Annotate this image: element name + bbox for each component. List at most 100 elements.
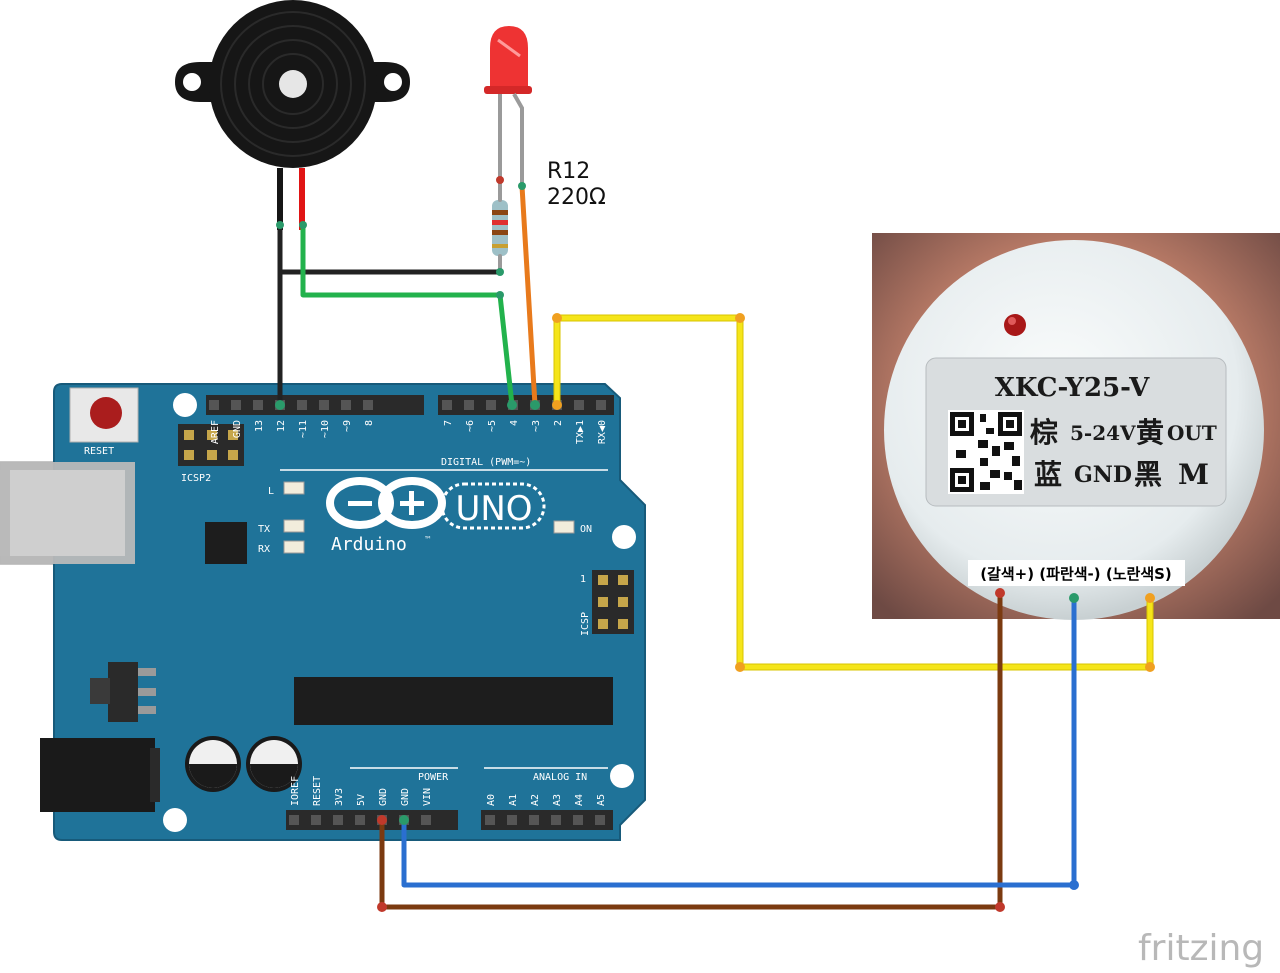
header-pin xyxy=(363,400,373,410)
pin-label: 12 xyxy=(276,420,287,432)
sensor-row2-gnd: GND xyxy=(1074,462,1132,488)
piezo-buzzer xyxy=(175,0,410,230)
header-pin xyxy=(355,815,365,825)
wire-brown-5v xyxy=(379,590,1003,910)
pin-label: GND xyxy=(400,788,411,806)
header-pin xyxy=(574,400,584,410)
sensor-row1-yellow: 黄 xyxy=(1136,416,1164,449)
wire-blue-gnd xyxy=(401,595,1077,888)
mounting-hole xyxy=(163,808,187,832)
pin-label: A2 xyxy=(530,794,541,806)
sensor-row2-black: 黑 xyxy=(1134,458,1162,491)
pin-label: ~5 xyxy=(487,420,498,432)
pin-label: ~10 xyxy=(320,420,331,438)
header-pin xyxy=(421,815,431,825)
reset-button[interactable] xyxy=(69,387,139,443)
capacitor xyxy=(246,736,302,792)
uno-label: UNO xyxy=(455,489,532,529)
header-pin xyxy=(311,815,321,825)
small-chip xyxy=(205,522,247,564)
red-led xyxy=(484,26,532,186)
header-pin xyxy=(333,815,343,825)
sensor-row2-m: M xyxy=(1178,458,1209,491)
microcontroller-chip xyxy=(294,677,613,725)
led-l-label: L xyxy=(268,486,274,497)
pin-label: A3 xyxy=(552,794,563,806)
water-level-sensor-photo: XKC-Y25-V 棕 5-24V 黄 OUT 蓝 GND 黑 M (갈색+) … xyxy=(872,233,1280,620)
header-pin xyxy=(507,815,517,825)
capacitor xyxy=(185,736,241,792)
wire-green-pin4 xyxy=(300,222,515,408)
pin-label: IOREF xyxy=(290,776,301,806)
uno-badge xyxy=(440,482,546,530)
led-on xyxy=(553,520,575,534)
pin-label: 3V3 xyxy=(334,788,345,806)
pin-label: ~11 xyxy=(298,420,309,438)
mounting-hole xyxy=(173,393,197,417)
sensor-wire-caption-bg xyxy=(968,560,1185,586)
pin-label: ~9 xyxy=(342,420,353,432)
digital-header-title: DIGITAL (PWM=~) xyxy=(441,457,531,468)
led-rx-label: RX xyxy=(258,544,270,555)
pin-label: GND xyxy=(232,420,243,438)
pin-label: A5 xyxy=(596,794,607,806)
sensor-row1-brown: 棕 xyxy=(1030,416,1058,449)
reset-label: RESET xyxy=(84,446,114,457)
sensor-wire-caption: (갈색+) (파란색-) (노란색S) xyxy=(980,565,1172,583)
pin-label: GND xyxy=(378,788,389,806)
header-pin xyxy=(297,400,307,410)
trademark-label: ™ xyxy=(424,535,432,544)
on-label: ON xyxy=(580,524,592,535)
pin-label: VIN xyxy=(422,788,433,806)
power-jack xyxy=(40,738,155,812)
header-pin xyxy=(209,400,219,410)
brand-label: Arduino xyxy=(331,534,407,555)
sensor-row1-voltage: 5-24V xyxy=(1070,421,1136,445)
icsp-header xyxy=(592,570,634,634)
resistor-designator: R12 xyxy=(547,159,590,184)
header-pin xyxy=(442,400,452,410)
resistor xyxy=(492,200,508,256)
header-pin xyxy=(319,400,329,410)
led-tx-label: TX xyxy=(258,524,270,535)
pin-label: RX◀0 xyxy=(597,420,608,444)
board-pcb xyxy=(53,383,646,841)
fritzing-watermark: fritzing xyxy=(1138,928,1264,969)
sensor-row1-out: OUT xyxy=(1167,421,1217,445)
header-pin xyxy=(289,815,299,825)
pin-label: ~6 xyxy=(465,420,476,432)
icsp2-header xyxy=(178,424,244,466)
header-pin xyxy=(485,815,495,825)
power-header xyxy=(286,810,458,830)
pin-label: A1 xyxy=(508,794,519,806)
led-tx xyxy=(283,519,305,533)
header-pin xyxy=(464,400,474,410)
pin-label: 8 xyxy=(364,420,375,426)
pin-label: A0 xyxy=(486,794,497,806)
header-pin xyxy=(341,400,351,410)
sensor-led xyxy=(1004,314,1026,336)
power-header-title: POWER xyxy=(418,772,449,783)
header-pin xyxy=(486,400,496,410)
icsp-label: ICSP xyxy=(580,612,591,636)
icsp-pin1-label: 1 xyxy=(580,574,586,585)
pin-label: TX▶1 xyxy=(575,420,586,444)
qr-code-icon xyxy=(948,410,1024,494)
header-pin xyxy=(573,815,583,825)
wire-orange-pin3 xyxy=(519,183,538,408)
wires xyxy=(277,178,1154,910)
pin-label: 7 xyxy=(443,420,454,426)
pin-label: 13 xyxy=(254,420,265,432)
resistor-value: 220Ω xyxy=(547,185,606,210)
pin-label: 2 xyxy=(553,420,564,426)
sensor-row2-blue: 蓝 xyxy=(1034,458,1062,491)
pin-label: ~3 xyxy=(531,420,542,432)
digital-header-right xyxy=(438,395,614,415)
analog-header-title: ANALOG IN xyxy=(533,772,587,783)
header-pin xyxy=(596,400,606,410)
sensor-model: XKC-Y25-V xyxy=(995,373,1150,403)
